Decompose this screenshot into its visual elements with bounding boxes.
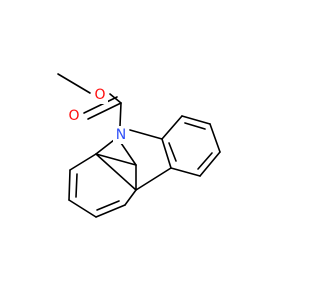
bond-carbonyl-double-b: [83, 96, 118, 114]
bonds: [57, 73, 221, 218]
bond-cp-bridge: [95, 153, 137, 191]
atom-label-carbonyl-oxygen: O: [68, 108, 79, 124]
bond-benzo-5: [170, 167, 201, 177]
bond-benzo-4: [199, 151, 221, 177]
bond-lower-4b: [96, 200, 120, 211]
bond-lower-2b: [75, 173, 78, 198]
bond-benzo-4b: [197, 152, 213, 170]
bond-benzo-6: [161, 138, 172, 169]
bond-lower-4: [95, 204, 126, 218]
bond-benzo-3: [209, 123, 221, 153]
bond-n-aryl: [129, 129, 163, 140]
bond-benzo-6b: [168, 142, 177, 162]
bond-lower-5: [124, 189, 137, 206]
bond-lower-3: [68, 199, 97, 218]
bond-methyl-o: [57, 73, 91, 94]
bond-cp-left: [95, 153, 137, 166]
bond-lower-1: [69, 153, 97, 171]
atom-labels: O O N: [66, 86, 129, 144]
bond-lower-2: [68, 169, 71, 201]
bond-n-bridge-left: [95, 139, 115, 155]
bond-n-cyclopropane: [120, 142, 137, 166]
bond-carbonyl-double-a: [87, 102, 122, 120]
bond-carbonyl-n: [119, 102, 122, 127]
bond-benzo-1: [161, 115, 183, 140]
bond-benzo-2: [181, 115, 211, 125]
atom-label-ether-oxygen: O: [94, 87, 105, 103]
bond-aryl-bridge-right: [135, 167, 172, 191]
molecule-drawing: O O N: [57, 73, 221, 218]
bond-benzo-2b: [184, 122, 206, 130]
structure-canvas: O O N: [57, 73, 221, 218]
atom-label-nitrogen: N: [116, 127, 126, 143]
